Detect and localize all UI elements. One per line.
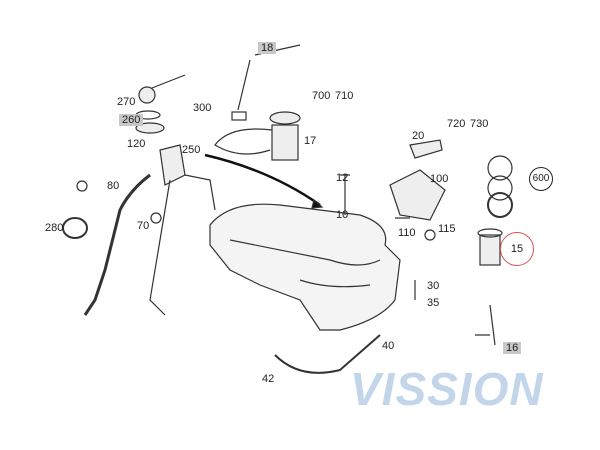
part-label-110[interactable]: 110: [398, 227, 416, 239]
watermark-logo: VISSION: [350, 363, 544, 415]
part-label-260[interactable]: 260: [119, 114, 144, 126]
part-label-720[interactable]: 720: [447, 118, 466, 130]
part-label-115[interactable]: 115: [438, 223, 456, 235]
part-label-710[interactable]: 710: [335, 90, 354, 102]
part-label-700[interactable]: 700: [312, 90, 331, 102]
fuel-pump: [269, 111, 301, 125]
part-label-30[interactable]: 30: [427, 280, 440, 292]
part-label-300[interactable]: 300: [193, 102, 212, 114]
part-label-10[interactable]: 10: [336, 209, 349, 221]
part-label-15-highlighted[interactable]: 15: [500, 232, 534, 266]
sensor-20: [409, 139, 443, 159]
part-label-40[interactable]: 40: [382, 340, 395, 352]
part-label-20[interactable]: 20: [412, 130, 425, 142]
assembly-arrow: [204, 153, 321, 207]
part-label-80[interactable]: 80: [107, 180, 120, 192]
part-label-70[interactable]: 70: [137, 220, 150, 232]
pump-15: [479, 234, 501, 266]
part-label-730[interactable]: 730: [470, 118, 489, 130]
part-label-270[interactable]: 270: [117, 96, 136, 108]
fuel-tank: [209, 203, 401, 331]
part-label-600[interactable]: 600: [529, 167, 553, 191]
part-label-17[interactable]: 17: [304, 135, 317, 147]
part-label-42[interactable]: 42: [262, 373, 275, 385]
part-label-250[interactable]: 250: [182, 144, 201, 156]
part-label-12[interactable]: 12: [336, 172, 349, 184]
part-label-16[interactable]: 16: [503, 342, 522, 354]
part-label-35[interactable]: 35: [427, 297, 440, 309]
part-label-280[interactable]: 280: [45, 222, 64, 234]
part-label-120[interactable]: 120: [127, 138, 146, 150]
part-label-100[interactable]: 100: [430, 173, 449, 185]
level-sender: [237, 44, 301, 111]
bracket-100: [389, 169, 446, 221]
part-label-18[interactable]: 18: [258, 42, 277, 54]
fuel-cap: [138, 86, 156, 104]
